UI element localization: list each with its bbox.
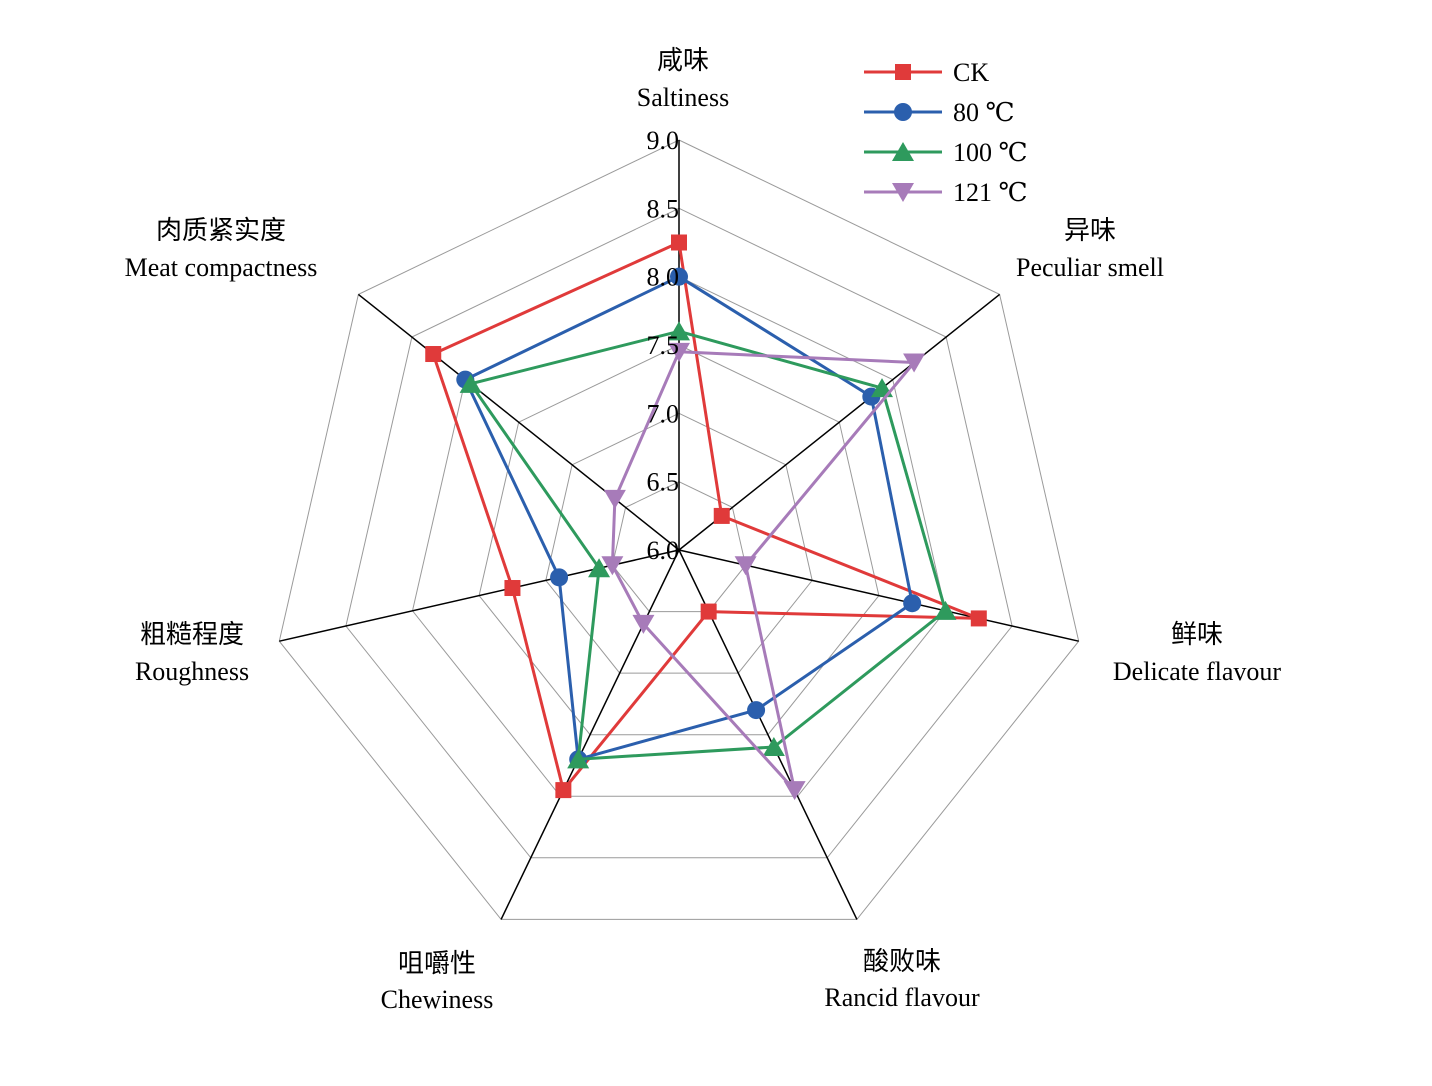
series-layer xyxy=(425,234,987,801)
grid-ring-4 xyxy=(411,276,947,797)
legend-item-0: CK xyxy=(864,58,989,87)
data-point-0-2 xyxy=(970,610,987,627)
legend-marker-2 xyxy=(892,142,914,161)
tick-layer: 6.0 6.5 7.0 7.5 8.0 8.5 9.0 xyxy=(647,126,680,565)
grid-ring-1 xyxy=(611,481,747,613)
tick-label-2: 7.0 xyxy=(647,399,680,428)
axis-label-en-5: Roughness xyxy=(135,657,249,686)
tick-label-6: 9.0 xyxy=(647,126,680,155)
axis-spoke-6 xyxy=(357,293,680,551)
series-3 xyxy=(601,342,926,801)
axis-label-en-2: Delicate flavour xyxy=(1113,657,1282,686)
grid-ring-5 xyxy=(345,207,1013,859)
data-point-0-5 xyxy=(504,580,521,597)
grid-ring-3 xyxy=(478,344,880,736)
axis-label-en-3: Rancid flavour xyxy=(824,983,980,1012)
grid-ring-2 xyxy=(545,412,813,674)
axis-layer xyxy=(279,140,1079,920)
data-point-1-2 xyxy=(903,594,922,613)
series-line-0 xyxy=(431,241,981,792)
data-point-0-3 xyxy=(700,603,717,620)
data-point-0-0 xyxy=(671,234,687,251)
data-point-3-4 xyxy=(632,614,655,634)
legend-label-2: 100 ℃ xyxy=(953,138,1028,167)
data-point-2-3 xyxy=(762,737,785,757)
legend-marker-1 xyxy=(894,103,912,121)
data-point-1-3 xyxy=(747,701,766,720)
data-point-3-3 xyxy=(783,781,806,801)
axis-label-cn-1: 异味 xyxy=(1064,216,1116,245)
legend: CK 80 ℃ 100 ℃ 121 ℃ xyxy=(864,58,1028,207)
axis-label-cn-5: 粗糙程度 xyxy=(140,620,244,649)
data-point-3-1 xyxy=(903,353,926,373)
axis-label-cn-0: 咸味 xyxy=(657,46,709,75)
axis-label-cn-4: 咀嚼性 xyxy=(398,949,476,978)
axis-spoke-1 xyxy=(678,293,1001,551)
series-2 xyxy=(459,321,957,769)
data-point-0-1 xyxy=(713,507,730,524)
data-point-3-5 xyxy=(601,556,624,576)
axis-label-cn-6: 肉质紧实度 xyxy=(156,216,286,245)
data-point-3-0 xyxy=(668,342,690,362)
series-0 xyxy=(425,234,987,799)
tick-label-4: 8.0 xyxy=(647,263,680,292)
series-line-2 xyxy=(469,329,947,761)
legend-label-1: 80 ℃ xyxy=(953,98,1015,127)
legend-marker-0 xyxy=(895,64,911,80)
series-line-3 xyxy=(610,350,916,792)
axis-label-en-6: Meat compactness xyxy=(125,253,318,282)
data-point-2-6 xyxy=(459,373,482,393)
tick-label-1: 6.5 xyxy=(647,468,680,497)
series-line-1 xyxy=(463,275,914,761)
legend-label-3: 121 ℃ xyxy=(953,178,1028,207)
data-point-1-0 xyxy=(670,267,688,286)
axis-label-cn-2: 鲜味 xyxy=(1171,620,1223,649)
axis-label-cn-3: 酸败味 xyxy=(863,947,941,976)
grid-layer xyxy=(278,139,1080,920)
grid-ring-6 xyxy=(278,139,1080,920)
tick-label-3: 7.5 xyxy=(647,331,680,360)
data-point-2-5 xyxy=(588,558,611,578)
axis-label-en-0: Saltiness xyxy=(637,83,729,112)
data-point-2-4 xyxy=(567,749,590,769)
axis-label-en-1: Peculiar smell xyxy=(1016,253,1164,282)
legend-item-3: 121 ℃ xyxy=(864,178,1028,207)
data-point-1-5 xyxy=(550,568,569,587)
data-point-2-0 xyxy=(668,321,690,341)
legend-item-1: 80 ℃ xyxy=(864,98,1015,127)
series-1 xyxy=(456,267,922,769)
tick-label-5: 8.5 xyxy=(647,194,680,223)
axis-label-layer: 咸味 Saltiness 异味 Peculiar smell 鲜味 Delicate fl… xyxy=(125,46,1282,1014)
data-point-2-1 xyxy=(871,378,894,398)
data-point-3-6 xyxy=(603,489,626,509)
legend-marker-3 xyxy=(892,183,914,202)
legend-item-2: 100 ℃ xyxy=(864,138,1028,167)
data-point-3-2 xyxy=(734,556,757,576)
axis-label-en-4: Chewiness xyxy=(381,985,494,1014)
axis-spoke-4 xyxy=(500,549,680,920)
legend-label-0: CK xyxy=(953,58,989,87)
tick-label-0: 6.0 xyxy=(647,536,680,565)
data-point-0-4 xyxy=(555,782,572,799)
data-point-2-2 xyxy=(934,600,957,620)
data-point-0-6 xyxy=(425,346,442,363)
